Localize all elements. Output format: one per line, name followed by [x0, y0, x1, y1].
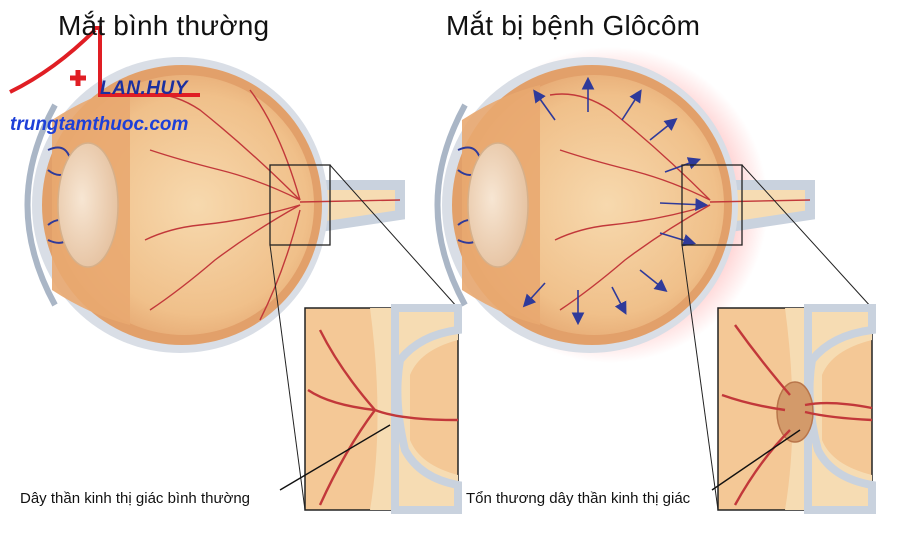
- caption-normal-nerve: Dây thần kinh thị giác bình thường: [20, 490, 251, 507]
- logo-name: LAN.HUY: [100, 78, 188, 99]
- zoom-line: [269, 244, 306, 511]
- title-glaucoma-eye: Mắt bị bệnh Glôcôm: [446, 10, 701, 41]
- cupped-optic-disc: [776, 381, 814, 443]
- zoom-line: [741, 164, 873, 309]
- normal-eye: [24, 57, 462, 514]
- zoom-line: [329, 164, 459, 309]
- caption-damaged-nerve: Tổn thương dây thần kinh thị giác: [466, 490, 691, 507]
- glaucoma-eye: [434, 47, 876, 514]
- retinal-vessels: [549, 93, 811, 311]
- inset-glaucoma: [711, 304, 876, 514]
- lens: [467, 142, 529, 268]
- lens: [57, 142, 119, 268]
- logo: [9, 26, 200, 97]
- caption-pointer: [711, 429, 801, 491]
- cross-icon: [70, 70, 86, 86]
- logo-swoosh: [9, 28, 97, 94]
- zoom-region-glaucoma: [681, 164, 743, 246]
- caption-pointer: [279, 424, 391, 491]
- title-normal-eye: Mắt bình thường: [58, 10, 270, 41]
- inset-normal: [279, 304, 462, 514]
- cornea: [24, 103, 58, 307]
- logo-site: trungtamthuoc.com: [10, 114, 189, 135]
- zoom-region-normal: [269, 164, 331, 246]
- cornea: [434, 103, 468, 307]
- logo-frame: [92, 26, 200, 97]
- zoom-line: [681, 244, 719, 511]
